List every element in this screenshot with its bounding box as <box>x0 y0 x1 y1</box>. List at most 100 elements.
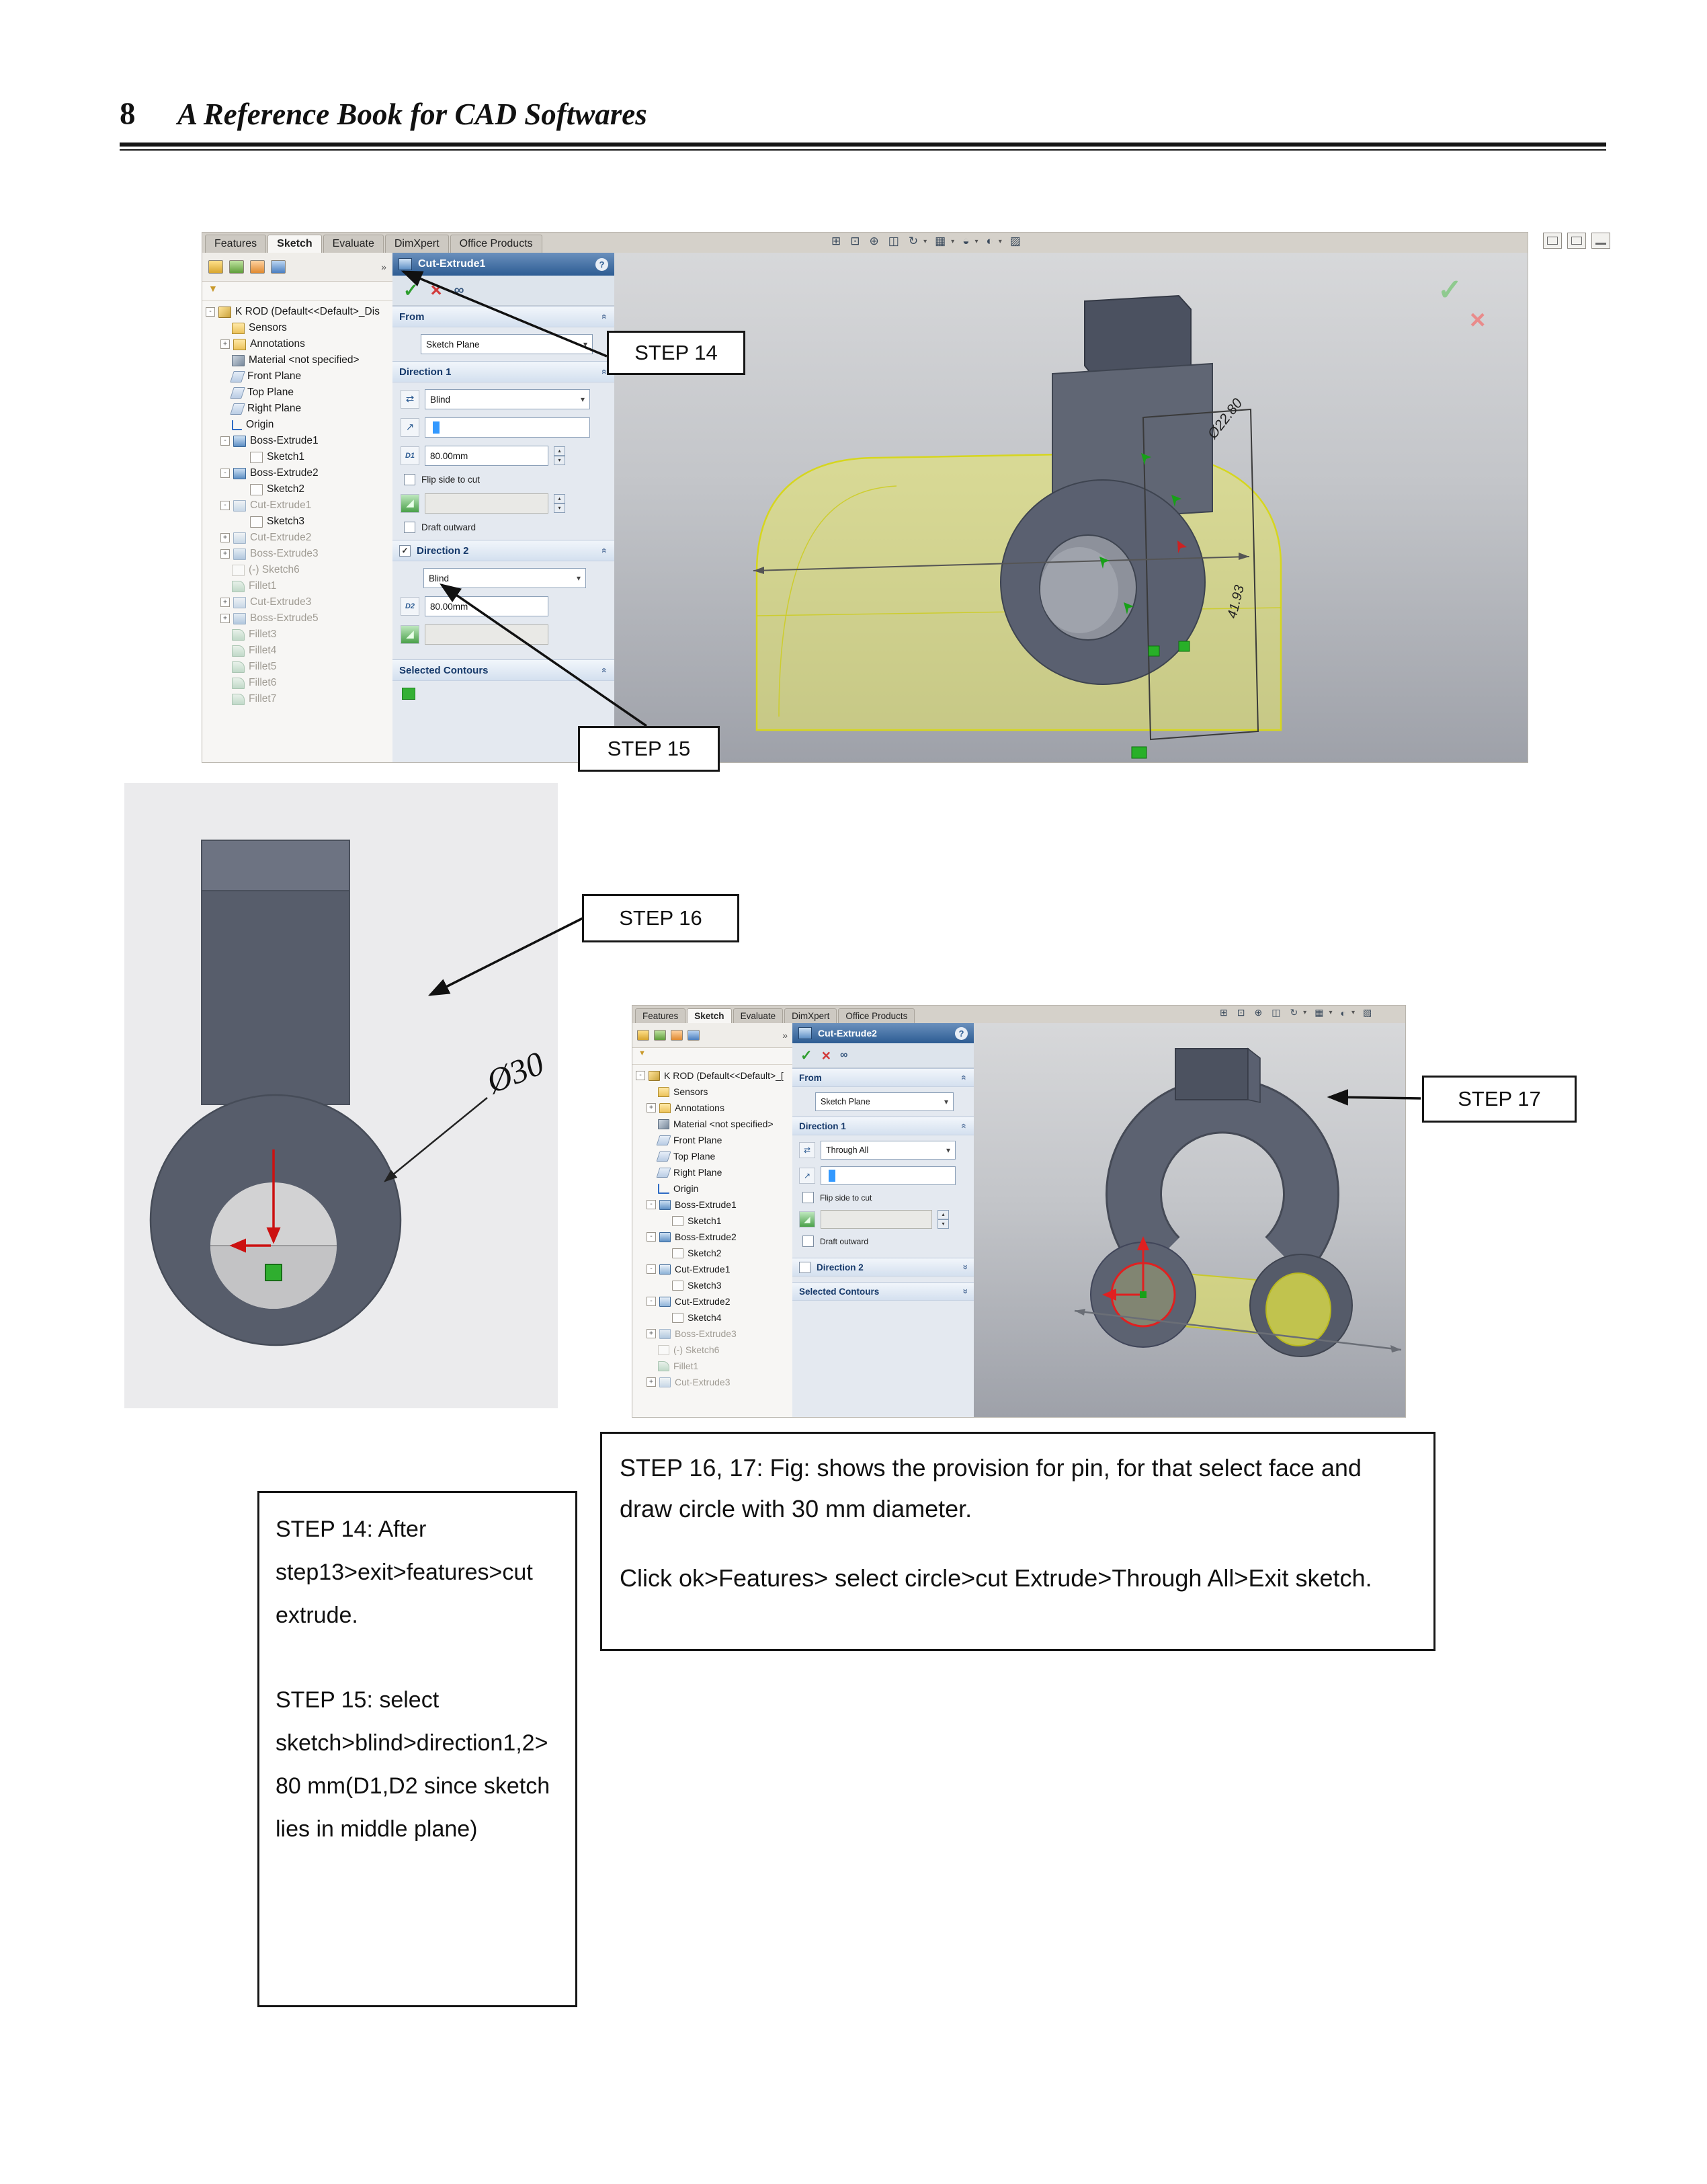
expand-toggle-icon[interactable] <box>220 533 230 542</box>
ok-button[interactable]: ✓ <box>800 1047 813 1063</box>
expand-toggle-icon[interactable] <box>661 1281 669 1289</box>
tree-item[interactable]: Fillet1 <box>632 1358 792 1374</box>
expand-toggle-icon[interactable] <box>647 1152 655 1160</box>
tree-item[interactable]: Origin <box>202 417 392 433</box>
graphics-viewport[interactable] <box>974 1023 1405 1417</box>
draft-outward-checkbox[interactable] <box>802 1236 814 1247</box>
dropdown-caret-icon[interactable]: ▾ <box>998 237 1002 245</box>
configuration-manager-tab-icon[interactable] <box>250 260 265 274</box>
zoom-in-out-icon[interactable]: ⊕ <box>1254 1007 1263 1018</box>
tree-item[interactable]: Material <not specified> <box>202 352 392 368</box>
appearance-icon[interactable]: ◐ <box>1340 1007 1346 1018</box>
tree-item[interactable]: Boss-Extrude5 <box>202 610 392 626</box>
rotate-view-icon[interactable]: ↻ <box>908 235 919 247</box>
display-style-icon[interactable]: ▦ <box>935 235 946 247</box>
expand-toggle-icon[interactable] <box>661 1249 669 1257</box>
ribbon-tab[interactable]: Features <box>635 1008 686 1023</box>
ribbon-tab[interactable]: Office Products <box>838 1008 915 1023</box>
expand-toggle-icon[interactable] <box>239 485 247 493</box>
help-icon[interactable]: ? <box>955 1026 968 1040</box>
ribbon-tab[interactable]: Evaluate <box>733 1008 784 1023</box>
expand-toggle-icon[interactable] <box>647 1103 656 1113</box>
feature-tree-tab-icon[interactable] <box>637 1030 649 1041</box>
tree-item[interactable]: (-) Sketch6 <box>202 562 392 578</box>
expand-toggle-icon[interactable] <box>647 1297 656 1306</box>
expand-toggle-icon[interactable] <box>647 1168 655 1176</box>
expand-toggle-icon[interactable] <box>220 339 230 349</box>
overflow-chevron-icon[interactable]: » <box>782 1030 788 1041</box>
ok-button[interactable]: ✓ <box>403 280 419 300</box>
tree-item[interactable]: Fillet7 <box>202 691 392 707</box>
overflow-chevron-icon[interactable]: » <box>381 261 386 272</box>
expand-toggle-icon[interactable] <box>220 421 228 429</box>
configuration-manager-tab-icon[interactable] <box>671 1030 683 1041</box>
zoom-fit-icon[interactable]: ⊞ <box>1220 1007 1228 1018</box>
expand-toggle-icon[interactable] <box>647 1329 656 1338</box>
dir2-end-condition-select[interactable]: Blind ▾ <box>423 568 586 588</box>
zoom-area-icon[interactable]: ⊡ <box>1237 1007 1245 1018</box>
expand-toggle-icon[interactable] <box>239 518 247 526</box>
expand-toggle-icon[interactable] <box>220 501 230 510</box>
direction2-checkbox[interactable] <box>799 1261 810 1273</box>
expand-toggle-icon[interactable] <box>220 469 230 478</box>
zoom-area-icon[interactable]: ⊡ <box>850 235 860 247</box>
help-icon[interactable]: ? <box>595 257 608 271</box>
expand-toggle-icon[interactable] <box>636 1071 645 1080</box>
tree-item[interactable]: Sensors <box>632 1084 792 1100</box>
confirmation-corner-ok-icon[interactable]: ✓ <box>1438 274 1462 307</box>
expand-toggle-icon[interactable] <box>647 1264 656 1274</box>
tree-item[interactable]: Sketch1 <box>632 1213 792 1229</box>
draft-icon[interactable]: ◢ <box>401 625 419 644</box>
expand-toggle-icon[interactable] <box>661 1313 669 1322</box>
end-condition-select[interactable]: Through All ▾ <box>821 1141 956 1160</box>
selected-contours-section-header[interactable]: Selected Contours « <box>392 659 614 681</box>
tree-item[interactable]: Cut-Extrude1 <box>202 497 392 514</box>
tree-item[interactable]: Cut-Extrude3 <box>632 1374 792 1390</box>
direction1-section-header[interactable]: Direction 1 « <box>392 361 614 382</box>
tree-item[interactable]: Cut-Extrude2 <box>632 1293 792 1309</box>
expand-toggle-icon[interactable] <box>220 647 228 655</box>
dropdown-caret-icon[interactable]: ▾ <box>1351 1009 1355 1016</box>
reverse-direction-icon[interactable]: ⇄ <box>401 390 419 409</box>
detailed-preview-icon[interactable]: ∞ <box>840 1049 847 1061</box>
display-style-icon[interactable]: ▦ <box>1315 1007 1324 1018</box>
zoom-fit-icon[interactable]: ⊞ <box>831 235 841 247</box>
expand-toggle-icon[interactable] <box>220 582 228 590</box>
ribbon-tab[interactable]: Sketch <box>267 235 322 253</box>
zoom-in-out-icon[interactable]: ⊕ <box>869 235 879 247</box>
from-section-header[interactable]: From « <box>392 306 614 327</box>
expand-toggle-icon[interactable] <box>647 1377 656 1387</box>
dropdown-caret-icon[interactable]: ▾ <box>923 237 927 245</box>
filter-funnel-icon[interactable]: ▼ <box>208 283 218 294</box>
ribbon-tab[interactable]: Evaluate <box>323 235 384 253</box>
expand-toggle-icon[interactable] <box>220 566 228 574</box>
expand-toggle-icon[interactable] <box>239 453 247 461</box>
expand-toggle-icon[interactable] <box>647 1088 655 1096</box>
tree-item[interactable]: Cut-Extrude1 <box>632 1261 792 1277</box>
tree-item[interactable]: Cut-Extrude2 <box>202 530 392 546</box>
dropdown-caret-icon[interactable]: ▾ <box>974 237 979 245</box>
expand-toggle-icon[interactable] <box>647 1184 655 1192</box>
tree-item[interactable]: Boss-Extrude1 <box>202 433 392 449</box>
depth-spinner[interactable]: ▴ ▾ <box>554 446 565 465</box>
flip-side-checkbox[interactable] <box>802 1192 814 1203</box>
expand-toggle-icon[interactable] <box>220 405 228 413</box>
expand-toggle-icon[interactable] <box>220 356 228 364</box>
end-condition-select[interactable]: Blind ▾ <box>425 389 590 409</box>
section-view-icon[interactable]: ◫ <box>1272 1007 1281 1018</box>
direction2-section-header[interactable]: Direction 2 « <box>792 1258 974 1277</box>
depth-d2-input[interactable] <box>425 596 548 616</box>
from-plane-select[interactable]: Sketch Plane ▾ <box>815 1092 954 1111</box>
tree-item[interactable]: Annotations <box>202 336 392 352</box>
expand-toggle-icon[interactable] <box>220 598 230 607</box>
expand-toggle-icon[interactable] <box>220 549 230 559</box>
expand-toggle-icon[interactable] <box>220 614 230 623</box>
expand-toggle-icon[interactable] <box>647 1232 656 1242</box>
dimxpert-manager-tab-icon[interactable] <box>271 260 286 274</box>
hide-show-items-icon[interactable]: ◒ <box>962 235 970 247</box>
tree-item[interactable]: Top Plane <box>632 1148 792 1164</box>
tree-item[interactable]: Fillet3 <box>202 626 392 643</box>
expand-toggle-icon[interactable] <box>220 436 230 446</box>
direction-reference-box[interactable] <box>425 417 590 438</box>
draft-outward-checkbox[interactable] <box>404 522 415 533</box>
